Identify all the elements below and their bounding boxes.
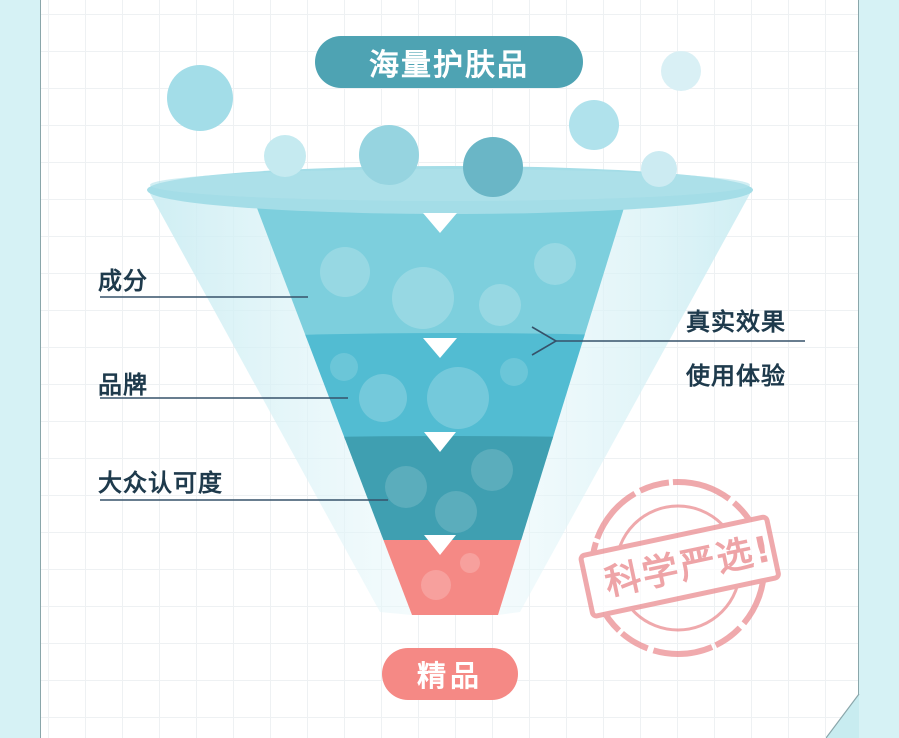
input-label-pill: 海量护肤品 <box>315 36 583 88</box>
left-margin <box>0 0 40 738</box>
criterion-real-effect-label: 真实效果 <box>686 308 786 336</box>
criterion-ingredients-label: 成分 <box>98 267 148 295</box>
criterion-popularity-label: 大众认可度 <box>98 469 223 497</box>
criterion-user-experience-label: 使用体验 <box>686 362 786 390</box>
output-label-pill: 精品 <box>382 648 518 700</box>
down-arrow-icons <box>423 213 457 555</box>
product-bubbles <box>167 51 701 197</box>
grid-paper-background <box>40 0 859 738</box>
stamp-seal <box>578 479 781 657</box>
page-fold-corner <box>826 694 860 738</box>
criterion-brand-label: 品牌 <box>98 371 148 399</box>
right-margin <box>859 0 899 738</box>
leader-lines <box>100 296 805 501</box>
